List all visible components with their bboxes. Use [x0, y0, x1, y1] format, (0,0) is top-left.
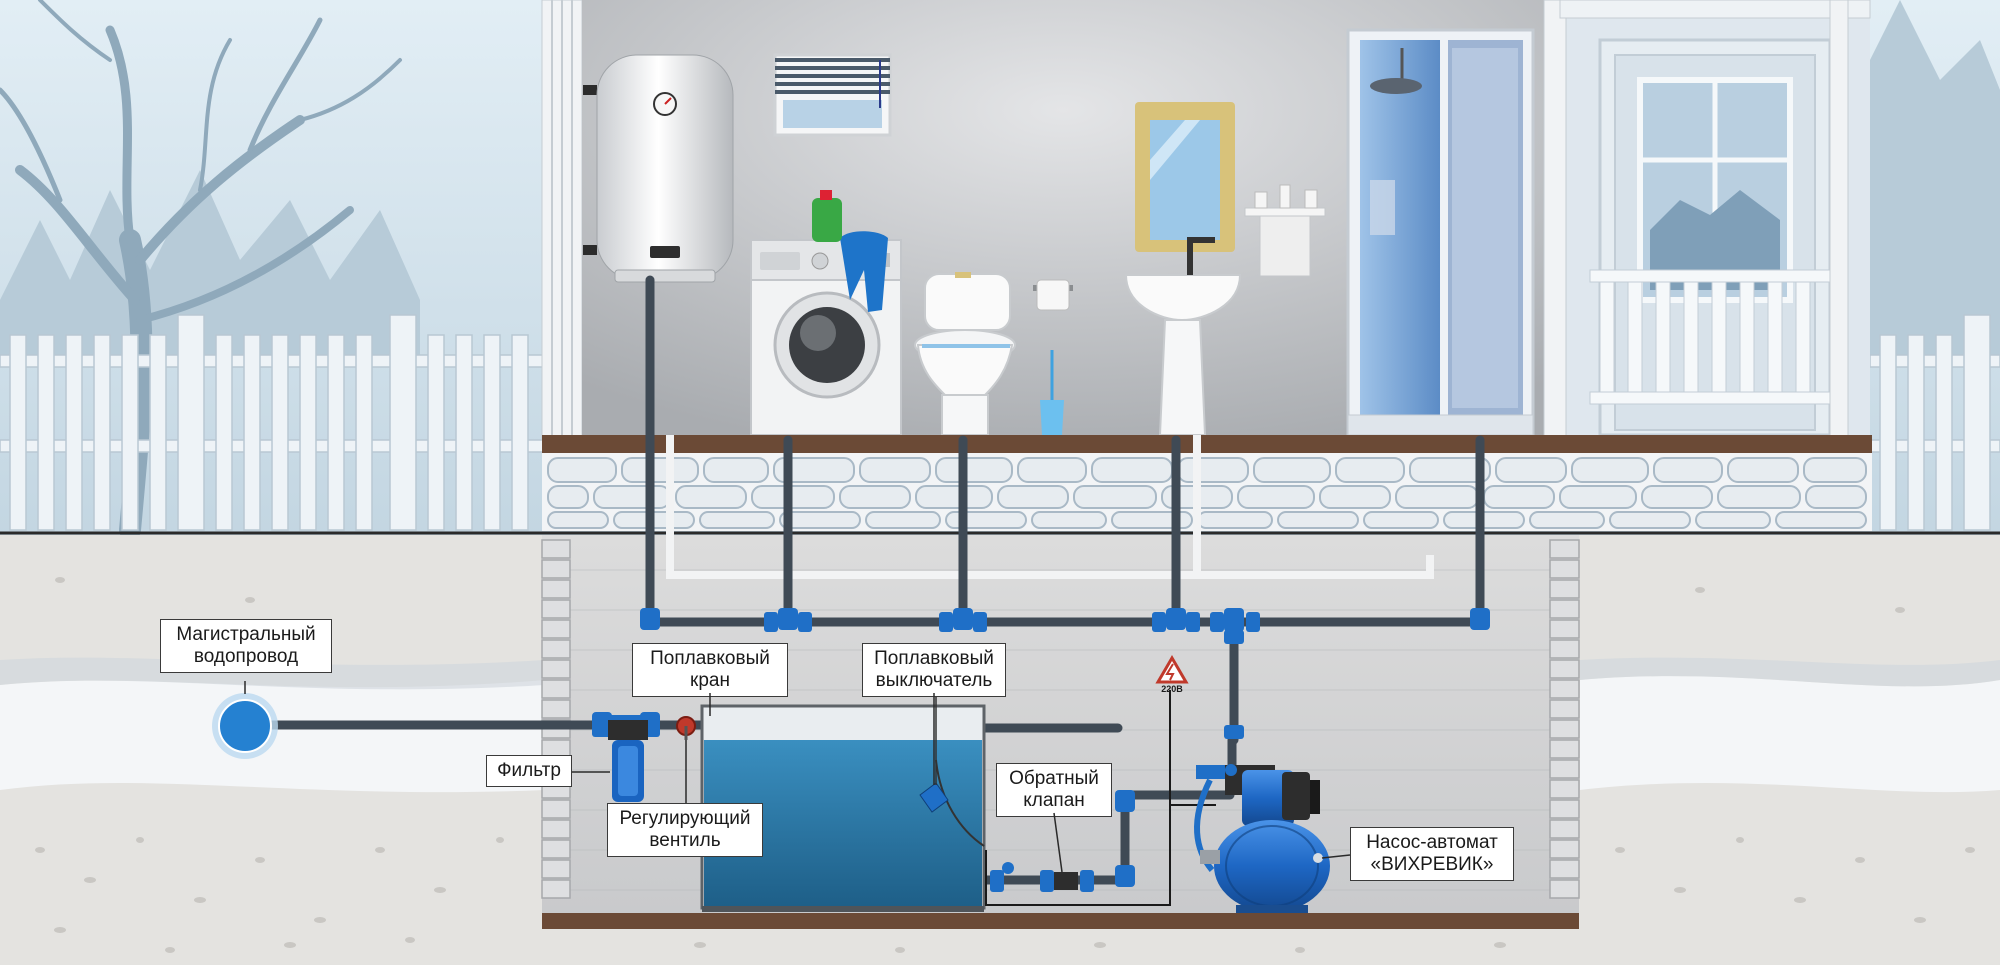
fence-right: [1869, 314, 2000, 531]
pump-station: [1194, 764, 1330, 913]
float-switch: [919, 660, 985, 847]
water-filter: [592, 715, 660, 802]
label-pump: Насос-автомат «ВИХРЕВИК»: [1350, 827, 1514, 881]
window-blinds: [773, 53, 892, 137]
sink: [1124, 237, 1242, 436]
bathroom-shelf: [1244, 184, 1326, 277]
electric-hazard-icon: [1155, 655, 1189, 684]
shower-head-icon: [1370, 78, 1422, 94]
washing-machine: [750, 190, 902, 436]
main-water-pipe: [212, 693, 278, 759]
detergent-bottle-icon: [812, 198, 842, 242]
faucet-icon: [1187, 237, 1215, 275]
toilet-paper-icon: [1033, 279, 1073, 311]
gravel: [35, 577, 1975, 953]
cellar-floor-beam: [542, 913, 1579, 929]
toilet-brush-icon: [1040, 350, 1064, 435]
label-regulating-valve: Регулирующий вентиль: [607, 803, 763, 857]
stone-foundation: [542, 453, 1872, 531]
house-siding-left: [541, 0, 583, 441]
forest-silhouette-left: [0, 170, 420, 360]
check-valve-icon: [1002, 862, 1078, 890]
drain-pipes: [666, 435, 1434, 579]
shower-cabin: [1346, 28, 1535, 437]
cellar-brick-column-right: [1549, 539, 1580, 899]
regulating-valve-icon: [676, 716, 696, 740]
porch: [1543, 0, 1871, 441]
snow-band-shade: [0, 657, 2000, 690]
electric-wire: [985, 690, 1216, 906]
voltage-label: 220В: [1161, 684, 1183, 694]
fence-left: [0, 314, 546, 531]
label-main-water-supply: Магистральный водопровод: [160, 619, 332, 673]
forest-silhouette-right: [1860, 0, 2000, 360]
label-check-valve: Обратный клапан: [996, 763, 1112, 817]
label-filter: Фильтр: [486, 755, 572, 787]
label-float-switch: Поплавковый выключатель: [862, 643, 1006, 697]
water-heater: [583, 54, 734, 283]
cellar-brick-column-left: [541, 539, 571, 899]
mirror: [1135, 102, 1235, 252]
floor-beam: [542, 435, 1872, 453]
label-float-valve: Поплавковый кран: [632, 643, 788, 697]
